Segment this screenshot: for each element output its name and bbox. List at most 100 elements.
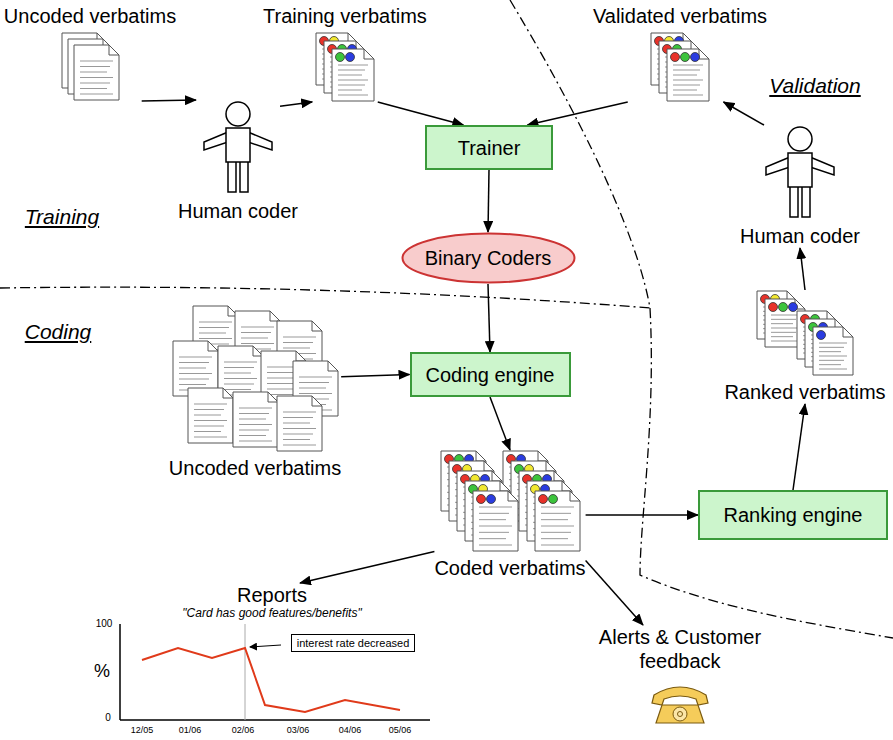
chart-title: "Card has good features/benefits" (182, 606, 361, 620)
flow-arrow (724, 102, 764, 125)
document-page (233, 392, 278, 447)
page-fold (554, 471, 564, 481)
flow-arrow (586, 561, 643, 626)
text-line (199, 338, 232, 339)
text-line (194, 415, 221, 416)
text-line (179, 384, 206, 385)
text-line (80, 61, 113, 62)
flow-arrow (142, 100, 196, 101)
page-fold (296, 351, 306, 361)
text-line (771, 332, 796, 333)
document-page (535, 491, 580, 551)
code-dot (670, 53, 679, 62)
caption-text: Training verbatims (263, 4, 427, 28)
page-fold (312, 396, 322, 406)
text-line (239, 419, 266, 420)
code-dot (789, 303, 798, 312)
document-page (813, 327, 853, 375)
flow-arrow (280, 102, 312, 106)
text-line (179, 362, 209, 363)
page-fold (270, 311, 280, 321)
code-dot (345, 53, 354, 62)
code-dot (538, 495, 547, 504)
flow-arrow (527, 102, 627, 125)
code-dot (476, 495, 485, 504)
text-line (479, 507, 512, 508)
text-line (479, 513, 509, 514)
text-line (479, 519, 506, 520)
page-fold (223, 388, 233, 398)
page-fold (508, 491, 518, 501)
document-page (332, 49, 374, 101)
caption-text: Alerts & Customer feedback (588, 625, 773, 673)
page-fold (109, 45, 119, 55)
flow-arrow (586, 514, 698, 516)
y-axis (119, 624, 121, 720)
axis-tick: 04/06 (339, 725, 362, 735)
model-ellipse: Binary Coders (401, 232, 576, 284)
text-line (819, 369, 847, 370)
text-line (299, 377, 332, 378)
person-leg (790, 185, 798, 217)
text-line (299, 388, 326, 389)
ellipse-shape (402, 234, 574, 283)
text-line (673, 70, 700, 71)
page-fold (364, 49, 374, 59)
page-fold (312, 321, 322, 331)
phone-dial (673, 707, 687, 721)
text-line (199, 327, 229, 328)
text-line (283, 348, 310, 349)
person-arm (248, 132, 272, 150)
document-page (277, 396, 322, 451)
text-line (771, 315, 799, 316)
person-arm (810, 157, 834, 175)
text-line (224, 362, 257, 363)
text-line (241, 343, 274, 344)
caption-text: Coded verbatims (434, 556, 585, 580)
person-body (226, 128, 250, 162)
document-page (473, 491, 518, 551)
caption-text: Binary Coders (425, 246, 552, 270)
text-line (338, 70, 365, 71)
text-line (224, 367, 254, 368)
text-line (673, 85, 700, 86)
person-arm (204, 132, 228, 150)
text-line (283, 445, 316, 446)
caption-text: Coding engine (426, 363, 555, 387)
text-line (479, 545, 512, 546)
text-line (819, 351, 841, 352)
text-line (819, 356, 847, 357)
phone-handset (652, 687, 708, 705)
text-line (194, 437, 227, 438)
person-arm (766, 157, 790, 175)
text-line (179, 368, 206, 369)
axis-tick: 0 (105, 712, 111, 723)
axis-tick: 02/06 (232, 725, 255, 735)
text-line (283, 439, 310, 440)
text-line (338, 65, 368, 66)
flow-arrow (800, 248, 805, 290)
x-axis (120, 719, 430, 721)
flow-arrow (490, 397, 510, 450)
text-line (239, 408, 272, 409)
text-line (541, 545, 574, 546)
page-fold (699, 49, 709, 59)
page-fold (546, 461, 556, 471)
text-line (80, 88, 107, 89)
region-divider (0, 287, 650, 308)
text-line (283, 434, 313, 435)
text-line (771, 323, 793, 324)
document-stack: Ranked verbatims (724, 290, 885, 404)
region-divider (640, 308, 893, 638)
person-leg (802, 185, 810, 217)
caption-text: Ranked verbatims (724, 380, 885, 404)
text-line (299, 382, 329, 383)
event-line (245, 624, 246, 720)
text-line (199, 333, 226, 334)
text-line (239, 441, 272, 442)
text-line (819, 343, 847, 344)
document-stack (61, 32, 120, 101)
axis-tick: 05/06 (389, 725, 412, 735)
person-head (226, 102, 250, 126)
code-dot (335, 53, 344, 62)
